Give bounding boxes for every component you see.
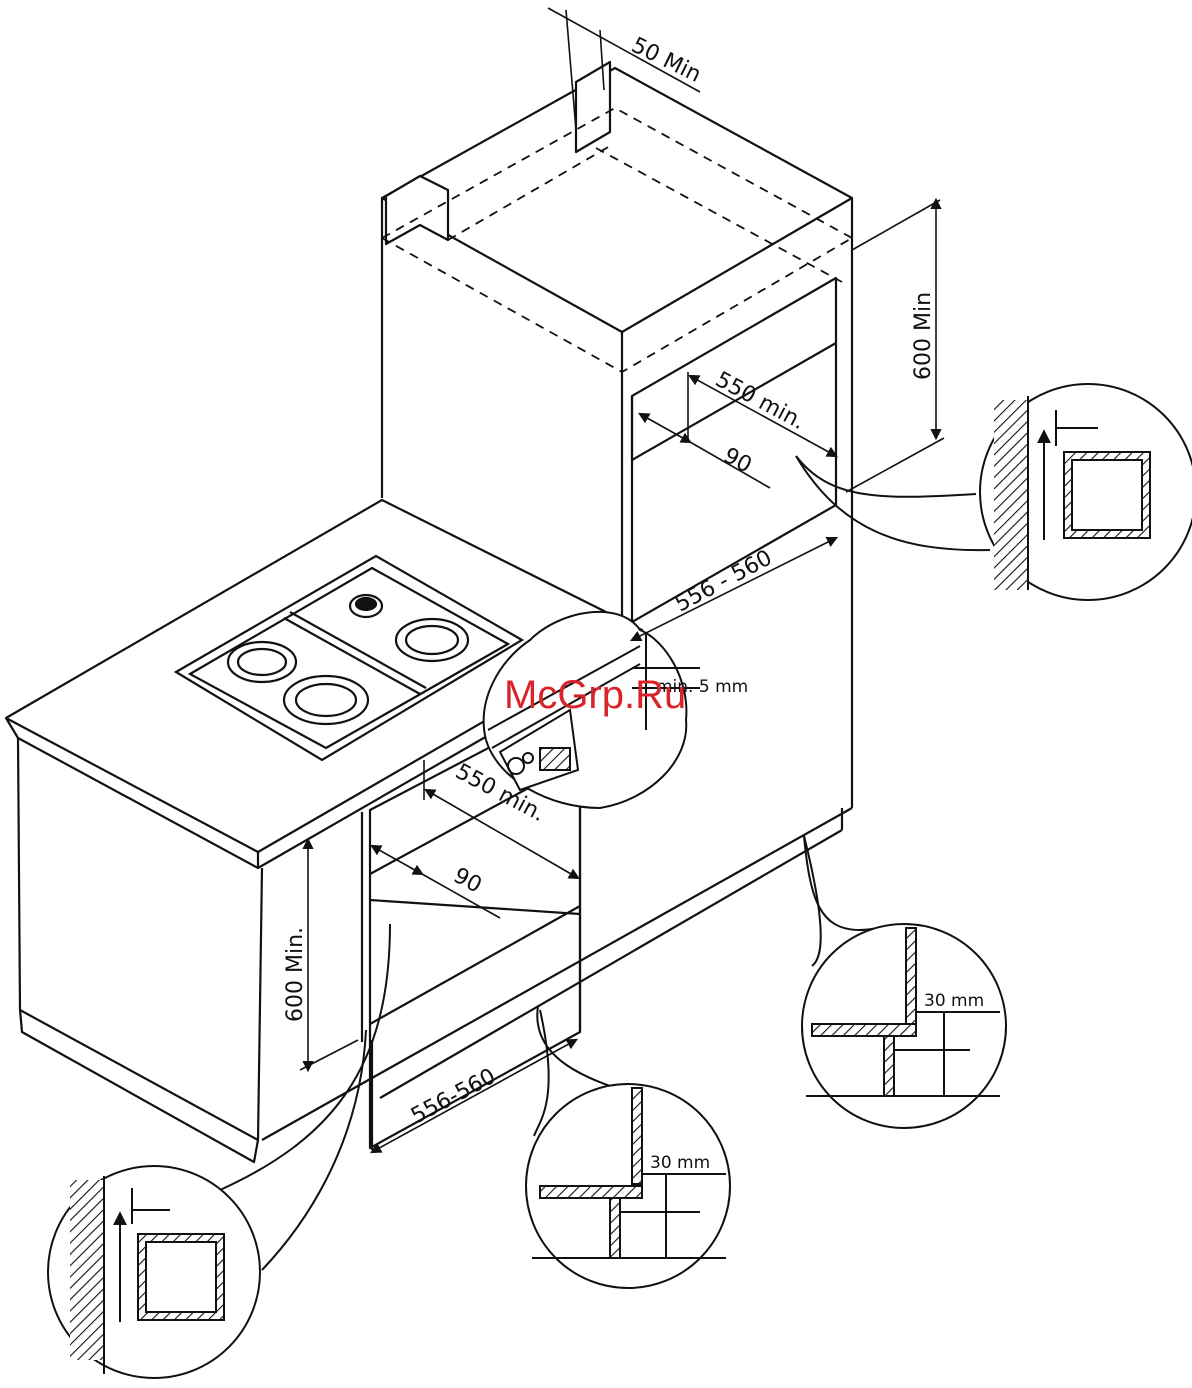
plinth-detail-middle [526,1006,730,1288]
column-height-label: 600 Min [911,292,936,380]
vent-detail-top-right [796,384,1192,600]
base-height-label: 600 Min. [283,927,308,1022]
plinth-gap-left-label: 30 mm [650,1153,710,1173]
plinth-detail-right [802,836,1006,1128]
watermark: McGrp.Ru [504,673,686,717]
plinth-gap-right-label: 30 mm [924,991,984,1011]
vent-detail-bottom-left [48,924,390,1378]
top-gap-label: 50 Min [627,33,704,88]
